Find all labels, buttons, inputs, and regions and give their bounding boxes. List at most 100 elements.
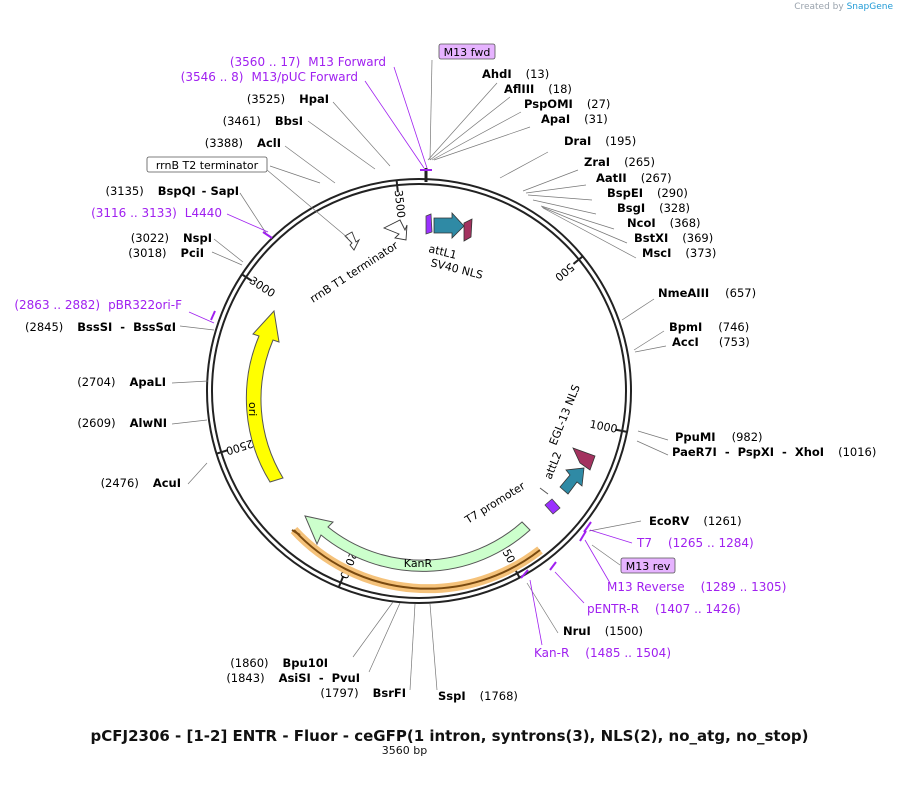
enzyme-name: BssSI - BssSαI	[77, 320, 176, 334]
svg-text:(3388)AclI: (3388)AclI	[205, 136, 281, 150]
attl1-small-marker	[425, 213, 433, 235]
primer-range: (1289 .. 1305)	[701, 580, 787, 594]
m13-rev-leader	[591, 544, 621, 566]
enzyme-name: HpaI	[299, 92, 329, 106]
svg-text:(3560 .. 17)M13 Forward: (3560 .. 17) M13 Forward	[230, 55, 386, 69]
enzyme-pos: (2845)	[25, 320, 63, 334]
t7-promoter-label: T7 promoter	[462, 479, 528, 527]
snapgene-credit: Created by SnapGene	[794, 2, 893, 12]
enzyme-pos: (1860)	[230, 656, 268, 670]
m13-rev-label: M13 rev	[626, 560, 671, 573]
enzyme-labels: AhdI(13) AflIII(18) PspOMI(27) ApaI(31) …	[25, 67, 876, 703]
enzyme-name: BstXI	[634, 231, 668, 245]
primer-leaders	[188, 66, 633, 646]
tick-mark	[395, 180, 399, 193]
svg-text:EcoRV(1261): EcoRV(1261)	[649, 514, 742, 528]
m13-fwd-box[interactable]	[438, 43, 496, 60]
svg-text:(3018)PciI: (3018) PciI	[128, 246, 204, 260]
enzyme-name: MscI	[642, 246, 671, 260]
enzyme-pos: (1500)	[605, 624, 643, 638]
enzyme-pos: (3525)	[247, 92, 285, 106]
tick-mark	[572, 255, 584, 265]
tick-mark	[241, 273, 253, 282]
svg-text:NruI(1500): NruI(1500)	[563, 624, 643, 638]
tick-label: 3500	[392, 189, 408, 218]
primer-name: pENTR-R	[587, 602, 639, 616]
enzyme-name: BspEI	[607, 186, 643, 200]
enzyme-name: Bpu10I	[283, 656, 328, 670]
backbone-inner	[211, 183, 627, 599]
svg-text:BstXI(369): BstXI(369)	[634, 231, 713, 245]
t7-arrow-stub	[539, 487, 549, 495]
attl2-feature[interactable]	[559, 467, 585, 495]
enzyme-pos: (373)	[685, 246, 716, 260]
primer-range: (1265 .. 1284)	[668, 536, 754, 550]
svg-text:(3022)NspI: (3022)NspI	[131, 231, 212, 245]
svg-text:(1860)Bpu10I: (1860) Bpu10I	[230, 656, 328, 670]
enzyme-pos: (27)	[587, 97, 611, 111]
enzyme-name: PciI	[181, 246, 204, 260]
kanr-track-arrow	[291, 529, 301, 536]
svg-text:M13 Reverse(1289 .. 1305): M13 Reverse(1289 .. 1305)	[607, 580, 786, 594]
enzyme-pos: (657)	[725, 286, 756, 300]
enzyme-name: NcoI	[627, 216, 656, 230]
rrnb-t2-feature[interactable]	[344, 231, 361, 251]
primer-range: (3560 .. 17)	[230, 55, 300, 69]
svg-text:AatII(267): AatII (267)	[596, 171, 672, 185]
enzyme-name: BsgI	[617, 201, 645, 215]
enzyme-pos: (982)	[732, 430, 763, 444]
sv40-nls-feature[interactable]	[463, 218, 473, 242]
enzyme-name: AflIII	[504, 82, 534, 96]
enzyme-pos: (3018)	[128, 246, 166, 260]
svg-text:AhdI(13): AhdI(13)	[482, 67, 549, 81]
enzyme-pos: (1261)	[703, 514, 741, 528]
enzyme-pos: (3461)	[223, 114, 261, 128]
enzyme-pos: (328)	[659, 201, 690, 215]
enzyme-pos: (1843)	[226, 671, 264, 685]
enzyme-pos: (1768)	[480, 689, 518, 703]
enzyme-pos: (2609)	[77, 416, 115, 430]
m13-rev-box[interactable]	[620, 557, 676, 574]
rrnb-t2-label: rrnB T2 terminator	[156, 159, 259, 172]
svg-text:(3461)BbsI: (3461)BbsI	[223, 114, 303, 128]
enzyme-name: ZraI	[584, 155, 610, 169]
egl13-nls-label: EGL-13 NLS	[547, 383, 583, 447]
kanr-label: KanR	[404, 557, 433, 570]
svg-text:ApaI(31): ApaI(31)	[541, 112, 608, 126]
kanr-feature[interactable]	[304, 515, 531, 572]
enzyme-leaders	[171, 82, 669, 691]
svg-text:AccI(753): AccI(753)	[672, 335, 750, 349]
enzyme-pos: (267)	[641, 171, 672, 185]
svg-text:T7(1265 .. 1284): T7 (1265 .. 1284)	[636, 536, 754, 550]
svg-text:NcoI(368): NcoI(368)	[627, 216, 701, 230]
primer-name: L4440	[185, 206, 222, 220]
enzyme-pos: (2704)	[77, 375, 115, 389]
rrnb-t2-leader	[266, 169, 349, 239]
svg-text:pENTR-R(1407 .. 1426): pENTR-R(1407 .. 1426)	[587, 602, 741, 616]
egl13-nls-feature[interactable]	[572, 447, 596, 471]
ori-feature[interactable]	[245, 309, 284, 483]
enzyme-name: SspI	[438, 689, 466, 703]
svg-text:(2863 .. 2882)pBR322ori-F: (2863 .. 2882)pBR322ori-F	[14, 298, 182, 312]
snapgene-brand: SnapGene	[846, 2, 893, 12]
enzyme-pos: (13)	[526, 67, 550, 81]
rrnb-t2-box[interactable]	[146, 156, 268, 173]
tick-mark	[216, 449, 229, 455]
primer-name: pBR322ori-F	[108, 298, 182, 312]
primer-name: M13 Forward	[308, 55, 386, 69]
attl1-feature[interactable]	[433, 211, 465, 239]
enzyme-name: AlwNI	[130, 416, 167, 430]
svg-text:PspOMI(27): PspOMI(27)	[524, 97, 610, 111]
enzyme-pos: (290)	[657, 186, 688, 200]
rrnb-t1-feature[interactable]	[382, 219, 408, 241]
backbone-outer	[206, 178, 632, 604]
primer-name: T7	[636, 536, 652, 550]
tick-label: 500	[552, 260, 576, 283]
m13-fwd-label: M13 fwd	[444, 46, 491, 59]
sv40-nls-label: SV40 NLS	[429, 256, 484, 282]
enzyme-name: AatII	[596, 171, 627, 185]
svg-text:(3116 .. 3133)L4440: (3116 .. 3133)L4440	[91, 206, 222, 220]
enzyme-pos: (31)	[584, 112, 608, 126]
primer-range: (3546 .. 8)	[181, 70, 244, 84]
